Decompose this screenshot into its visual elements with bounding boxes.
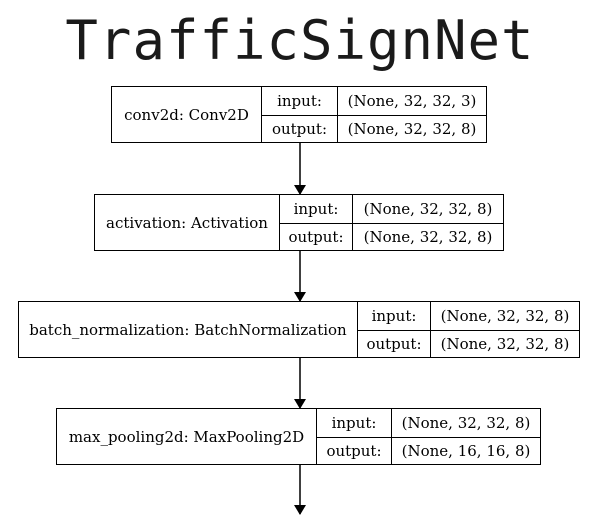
layer-node-conv2d: conv2d: Conv2D input: (None, 32, 32, 3) … [111, 86, 487, 143]
layer-node-activation: activation: Activation input: (None, 32,… [94, 194, 504, 251]
output-label: output: [317, 437, 392, 464]
diagram-title: TrafficSignNet [65, 9, 535, 72]
input-shape: (None, 32, 32, 3) [347, 91, 477, 110]
output-shape: (None, 32, 32, 8) [440, 334, 570, 353]
input-shape: (None, 32, 32, 8) [440, 306, 570, 325]
output-shape: (None, 16, 16, 8) [401, 441, 531, 460]
layer-name: conv2d: Conv2D [112, 87, 262, 142]
output-label: output: [358, 330, 431, 357]
input-label: input: [280, 195, 353, 223]
output-shape: (None, 32, 32, 8) [363, 227, 493, 246]
layer-name: activation: Activation [95, 195, 280, 250]
input-label: input: [317, 409, 392, 437]
input-label: input: [358, 302, 431, 330]
input-shape: (None, 32, 32, 8) [401, 413, 531, 432]
input-label: input: [262, 87, 338, 115]
layer-node-max-pooling2d: max_pooling2d: MaxPooling2D input: (None… [56, 408, 541, 465]
layer-name: max_pooling2d: MaxPooling2D [57, 409, 317, 464]
layer-node-batch-normalization: batch_normalization: BatchNormalization … [18, 301, 580, 358]
input-shape: (None, 32, 32, 8) [363, 199, 493, 218]
output-shape: (None, 32, 32, 8) [347, 119, 477, 138]
output-label: output: [262, 115, 338, 142]
output-label: output: [280, 223, 353, 250]
layer-name: batch_normalization: BatchNormalization [19, 302, 358, 357]
